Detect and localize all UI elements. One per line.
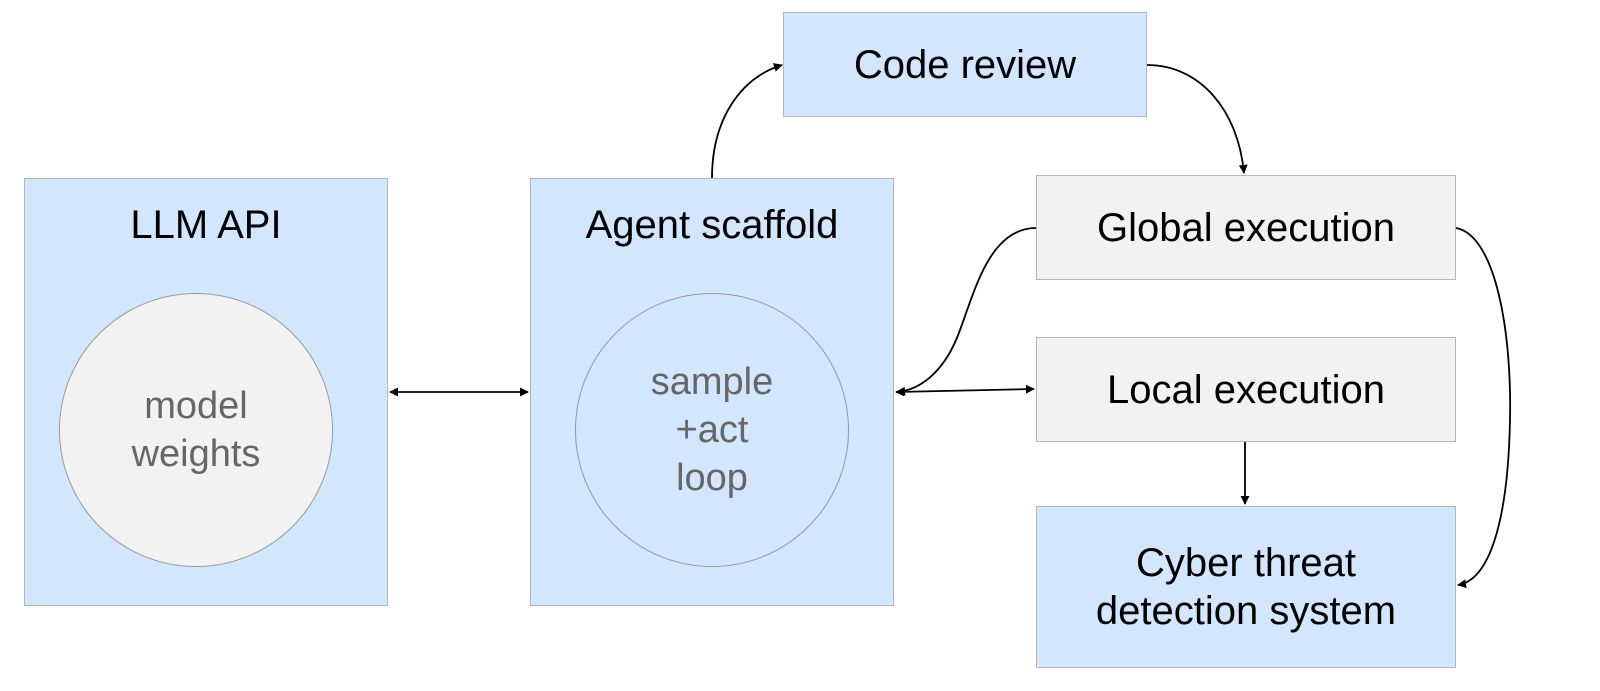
model-weights-circle: model weights bbox=[59, 293, 333, 567]
local-execution-label: Local execution bbox=[1107, 367, 1385, 412]
agent-to-code-review-arrow bbox=[711, 63, 783, 179]
global-execution-label: Global execution bbox=[1097, 205, 1395, 250]
model-weights-text: model weights bbox=[132, 382, 261, 478]
cyber-threat-line-2: detection system bbox=[1095, 589, 1397, 633]
sample-act-loop-text: sample +act loop bbox=[651, 358, 774, 502]
cyber-threat-detection-box: Cyber threat detection system bbox=[1036, 506, 1456, 668]
agent-scaffold-box: Agent scaffold sample +act loop bbox=[530, 178, 894, 606]
code-review-to-global-arrow bbox=[1146, 64, 1248, 174]
sample-act-loop-line-1: sample bbox=[650, 361, 774, 403]
global-to-agent-arrow bbox=[896, 227, 1037, 396]
cyber-threat-line-1: Cyber threat bbox=[1135, 541, 1357, 585]
code-review-box: Code review bbox=[783, 12, 1147, 117]
code-review-label: Code review bbox=[853, 42, 1077, 87]
global-execution-box: Global execution bbox=[1036, 175, 1456, 280]
sample-act-loop-line-2: +act bbox=[675, 409, 749, 451]
agent-scaffold-title: Agent scaffold bbox=[585, 203, 839, 247]
sample-act-loop-circle: sample +act loop bbox=[575, 293, 849, 567]
sample-act-loop-line-3: loop bbox=[676, 457, 748, 499]
model-weights-line-2: weights bbox=[131, 433, 261, 475]
agent-local-double-arrow bbox=[895, 384, 1035, 397]
global-to-cyber-arrow bbox=[1455, 227, 1512, 589]
local-execution-box: Local execution bbox=[1036, 337, 1456, 442]
cyber-threat-detection-text: Cyber threat detection system bbox=[1096, 539, 1396, 635]
model-weights-line-1: model bbox=[144, 385, 248, 427]
llm-api-title: LLM API bbox=[130, 203, 282, 247]
llm-api-box: LLM API model weights bbox=[24, 178, 388, 606]
